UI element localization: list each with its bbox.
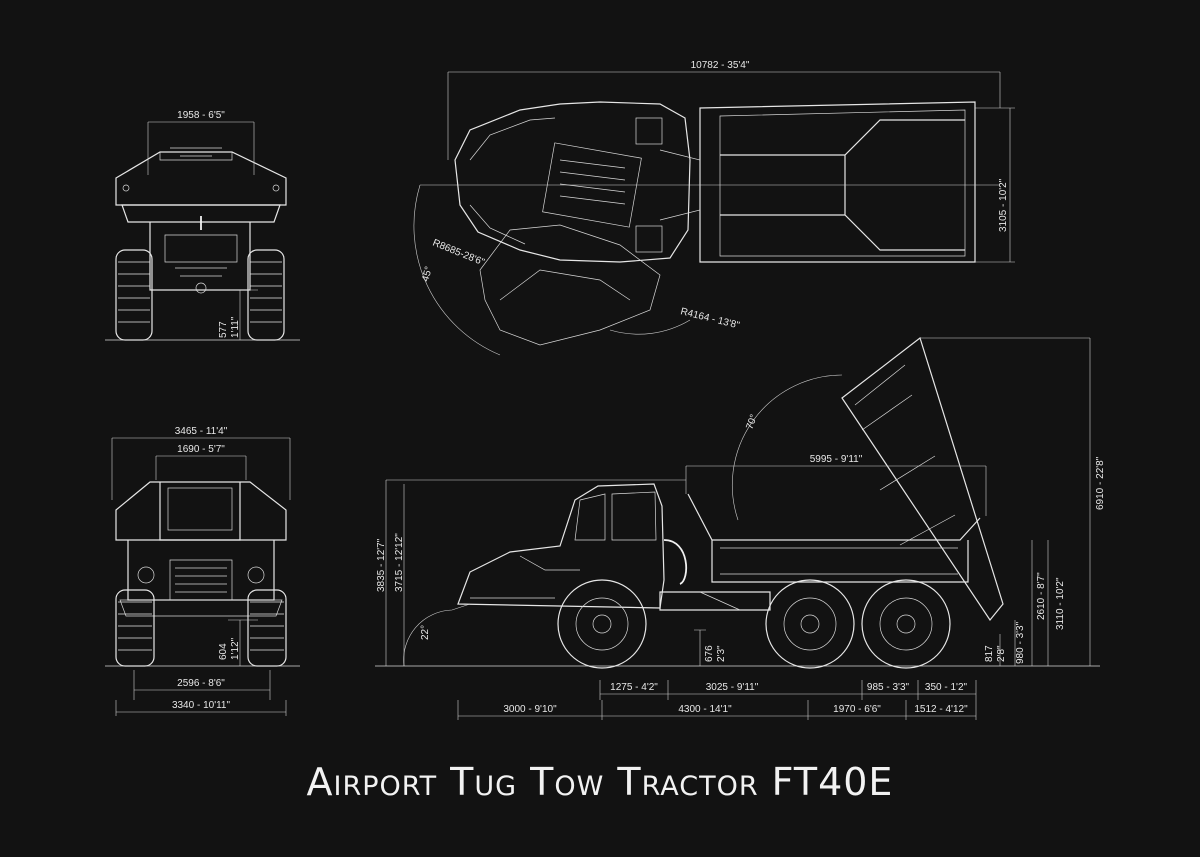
- rear-clearance-imp-label: 1'11": [230, 316, 241, 338]
- side-load-height-label: 2610 - 8'7": [1036, 572, 1047, 620]
- top-dump-body: [420, 101, 1000, 263]
- side-dump-body: [687, 493, 981, 583]
- side-dump-angle-label: 70°: [744, 413, 760, 431]
- side-front-to-axle-label: 3000 - 9'10": [503, 704, 557, 715]
- rear-view: 1958 - 6'5" 577 1'11": [105, 110, 300, 341]
- side-raised-height-label: 6910 - 22'8": [1095, 456, 1106, 510]
- side-bogie-label: 1970 - 6'6": [833, 704, 881, 715]
- side-front-clearance-label: 676: [704, 645, 715, 662]
- front-track-label: 2596 - 8'6": [177, 678, 225, 689]
- side-approach-angle-label: 22°: [420, 625, 431, 640]
- side-wheelbase-a-label: 3025 - 9'11": [706, 682, 759, 693]
- front-clearance-imp-label: 1'12": [230, 637, 241, 660]
- side-rear-clearance-2-label: 817: [984, 645, 995, 662]
- side-rear-clearance-1-label: 980 - 3'3": [1015, 621, 1026, 664]
- page-title: Airport Tug Tow Tractor FT40E: [306, 760, 894, 804]
- rear-clearance-label: 577: [218, 321, 229, 338]
- side-body-height-label: 3835 - 12'7": [376, 538, 387, 592]
- side-rear-wheel-2: [861, 579, 951, 669]
- side-wheelbase-label: 4300 - 14'1": [678, 704, 732, 715]
- side-tail-label: 1512 - 4'12": [914, 704, 968, 715]
- side-rear-overhang-label: 350 - 1'2": [925, 682, 968, 693]
- front-tyre-width-label: 3340 - 10'11": [172, 700, 231, 711]
- side-front-clearance-imp-label: 2'3": [716, 645, 727, 662]
- front-overall-width-label: 3465 - 11'4": [175, 426, 228, 437]
- side-front-overhang-label: 1275 - 4'2": [610, 682, 658, 693]
- side-tipped-reach-label: 5995 - 9'11": [810, 454, 863, 465]
- side-rear-axle-label: 985 - 3'3": [867, 682, 910, 693]
- side-cab: [457, 483, 687, 609]
- side-raised-body: 6910 - 22'8": [841, 336, 1106, 666]
- rear-width-label: 1958 - 6'5": [177, 110, 225, 121]
- front-cab-width-label: 1690 - 5'7": [177, 444, 225, 455]
- side-tail-height-label: 3110 - 10'2": [1055, 577, 1066, 630]
- top-angle-label: 45°: [420, 265, 435, 282]
- side-view: 6910 - 22'8": [375, 336, 1106, 720]
- side-cab-height-label: 3715 - 12'12": [394, 533, 405, 592]
- top-length-label: 10782 - 35'4": [691, 60, 750, 71]
- top-width-label: 3105 - 10'2": [998, 178, 1009, 232]
- front-clearance-label: 604: [218, 643, 229, 660]
- side-rear-clearance-2-imp-label: 2'8": [996, 645, 1007, 662]
- top-front-unit: [454, 101, 701, 346]
- front-view: 3465 - 11'4" 1690 - 5'7" 604 1'12" 2596 …: [105, 426, 300, 716]
- side-front-wheel: [557, 579, 647, 669]
- side-rear-wheel-1: [765, 579, 855, 669]
